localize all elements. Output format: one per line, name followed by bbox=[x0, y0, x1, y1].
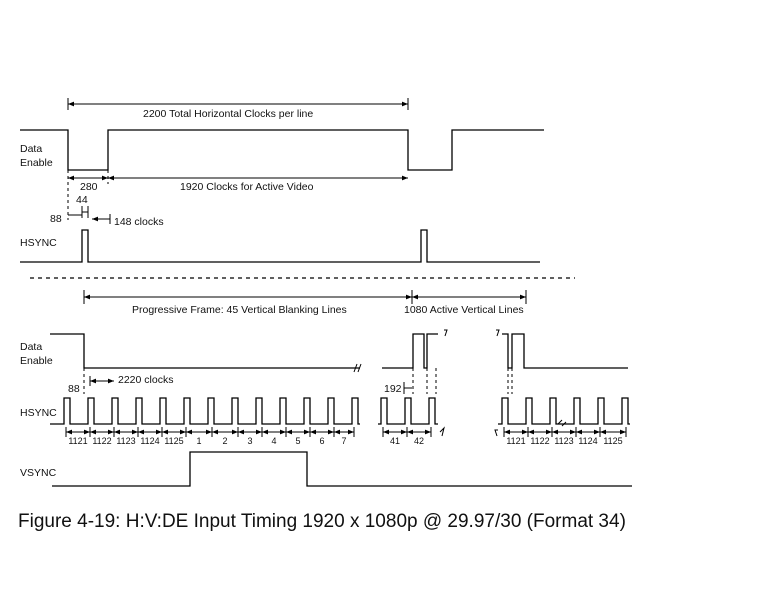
line-number: 41 bbox=[390, 436, 400, 446]
de-waveform-bottom-b bbox=[382, 333, 438, 369]
line-number: 5 bbox=[295, 436, 300, 446]
hsync-waveform-bottom-c bbox=[498, 397, 630, 425]
de-label-top: Data Enable bbox=[20, 143, 53, 169]
offset-88-label: 88 bbox=[68, 383, 80, 395]
line-ticks-a: 1121 1122 1123 1124 1125 1 2 3 4 5 6 7 bbox=[65, 427, 355, 446]
hsync-waveform-bottom-b bbox=[378, 397, 438, 425]
front-porch-label: 88 bbox=[50, 213, 62, 225]
line-number: 7 bbox=[341, 436, 346, 446]
line-number: 1124 bbox=[578, 436, 597, 446]
hsync-label-bottom: HSYNC bbox=[20, 407, 57, 419]
line-number: 1123 bbox=[116, 436, 135, 446]
line-number: 1121 bbox=[506, 436, 525, 446]
de-label-bottom: Data Enable bbox=[20, 341, 53, 367]
line-number: 1122 bbox=[530, 436, 549, 446]
active-video-label: 1920 Clocks for Active Video bbox=[180, 181, 314, 193]
line-number: 42 bbox=[414, 436, 424, 446]
hsync-waveform-top bbox=[20, 229, 540, 263]
line-number: 1122 bbox=[92, 436, 111, 446]
de-waveform-bottom-c bbox=[502, 333, 628, 369]
vsync-waveform bbox=[52, 451, 632, 487]
hsync-waveform-bottom-a bbox=[50, 397, 360, 425]
line-number: 4 bbox=[271, 436, 276, 446]
sync-width-label: 44 bbox=[76, 194, 88, 206]
de-waveform-top bbox=[20, 129, 544, 171]
vactive-label: 1080 Active Vertical Lines bbox=[404, 304, 524, 316]
figure-caption: Figure 4-19: H:V:DE Input Timing 1920 x … bbox=[18, 511, 626, 532]
de-waveform-bottom-a bbox=[50, 333, 360, 369]
line-number: 1125 bbox=[164, 436, 183, 446]
line-number: 6 bbox=[319, 436, 324, 446]
line-ticks-c: 1121 1122 1123 1124 1125 bbox=[503, 427, 627, 446]
line-clocks-label: 2220 clocks bbox=[118, 374, 173, 386]
line-number: 1124 bbox=[140, 436, 159, 446]
line-number: 3 bbox=[247, 436, 252, 446]
blank-280-label: 280 bbox=[80, 181, 98, 193]
hsync-label-top: HSYNC bbox=[20, 237, 57, 249]
offset-192-label: 192 bbox=[384, 383, 402, 395]
line-number: 1 bbox=[196, 436, 201, 446]
vsync-label: VSYNC bbox=[20, 467, 57, 479]
line-number: 2 bbox=[222, 436, 227, 446]
total-clocks-label: 2200 Total Horizontal Clocks per line bbox=[143, 108, 313, 120]
line-number: 1121 bbox=[68, 436, 87, 446]
line-number: 1123 bbox=[554, 436, 573, 446]
line-number: 1125 bbox=[603, 436, 622, 446]
back-porch-label: 148 clocks bbox=[114, 216, 164, 228]
line-ticks-b: 41 42 bbox=[382, 427, 432, 446]
vblank-label: Progressive Frame: 45 Vertical Blanking … bbox=[132, 304, 347, 316]
